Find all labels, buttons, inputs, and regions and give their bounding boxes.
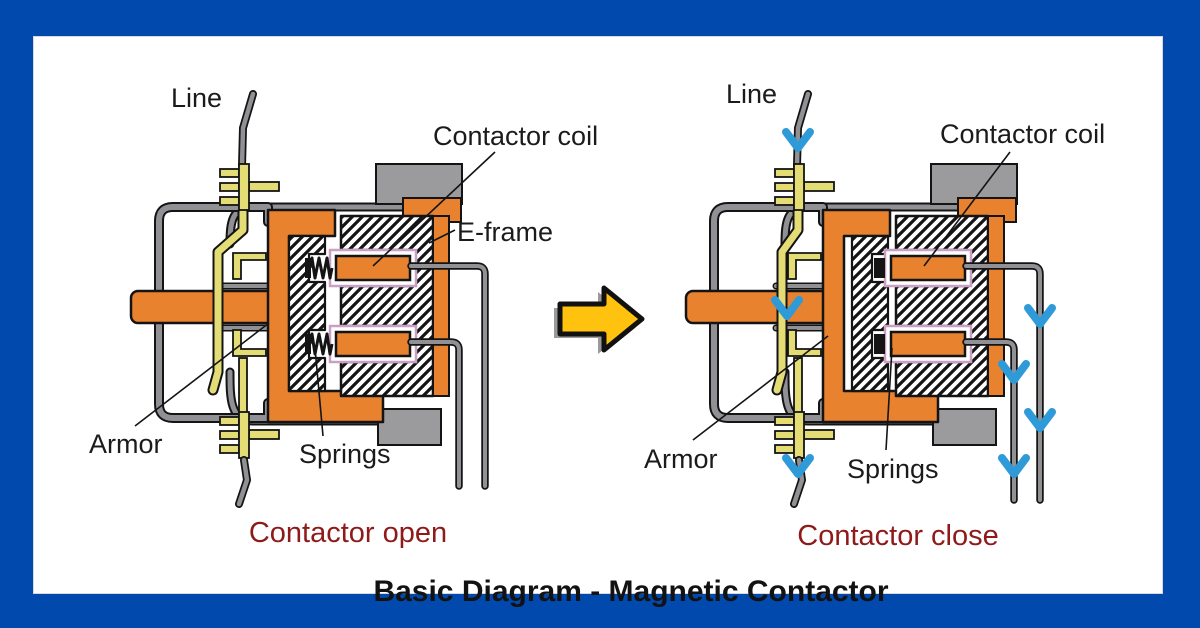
contactor-open-diagram: Line Contactor coil E-frame Armor Spring…	[89, 76, 598, 508]
current-flow-arrow-icon	[1024, 304, 1056, 328]
caption-contactor-close: Contactor close	[797, 520, 999, 552]
current-flow-arrow-icon	[998, 454, 1030, 478]
terminal-screws	[774, 411, 835, 459]
bottom-wire	[235, 456, 251, 508]
line-wire	[793, 90, 812, 170]
armature-shaft	[684, 289, 836, 325]
current-flow-arrow-icon	[998, 360, 1030, 384]
contactor-open-drawing	[129, 90, 496, 508]
label-e-frame: E-frame	[457, 217, 554, 247]
label-springs: Springs	[299, 439, 391, 469]
spring	[305, 332, 334, 356]
stationary-contacts	[787, 252, 822, 415]
label-line: Line	[171, 83, 223, 113]
page-title: Basic Diagram - Magnetic Contactor	[373, 575, 889, 608]
armature-carrier	[821, 208, 940, 424]
label-springs: Springs	[847, 454, 939, 484]
contactor-close-drawing	[684, 90, 1056, 508]
current-flow-arrow-icon	[771, 296, 803, 320]
terminal-screws	[774, 163, 835, 211]
leader-lines	[134, 151, 496, 437]
line-wire	[238, 90, 257, 170]
terminal-screws	[219, 411, 280, 459]
current-flow-arrow-icon	[782, 128, 814, 152]
coil-lead-wires	[407, 262, 489, 490]
coil-lead-wires	[962, 262, 1044, 504]
moving-contact-strip	[207, 206, 249, 396]
coil	[328, 248, 418, 288]
armature-shaft	[129, 289, 281, 325]
current-flow-arrow-icon	[782, 454, 814, 478]
label-armor: Armor	[644, 444, 718, 474]
label-armor: Armor	[89, 429, 163, 459]
coil	[883, 324, 973, 364]
spring-compressed	[874, 258, 885, 354]
e-frame	[339, 214, 435, 398]
contactor-close-diagram: Line Contactor coil Armor Springs	[644, 76, 1108, 508]
label-contactor-coil: Contactor coil	[940, 119, 1106, 149]
label-contactor-coil: Contactor coil	[433, 121, 599, 151]
caption-contactor-open: Contactor open	[248, 517, 448, 549]
current-flow-arrow-icon	[1024, 408, 1056, 432]
coil	[328, 324, 418, 364]
leader-lines	[692, 151, 1011, 451]
label-line: Line	[726, 79, 778, 109]
spring	[305, 256, 334, 280]
coil	[883, 248, 973, 288]
armature-core	[287, 234, 327, 393]
moving-contact-strip	[771, 206, 804, 396]
content-area: Line Contactor coil E-frame Armor Spring…	[33, 36, 1163, 608]
terminal-screws	[219, 163, 280, 211]
transition-arrow-icon	[554, 285, 645, 354]
stationary-contacts	[232, 252, 267, 415]
